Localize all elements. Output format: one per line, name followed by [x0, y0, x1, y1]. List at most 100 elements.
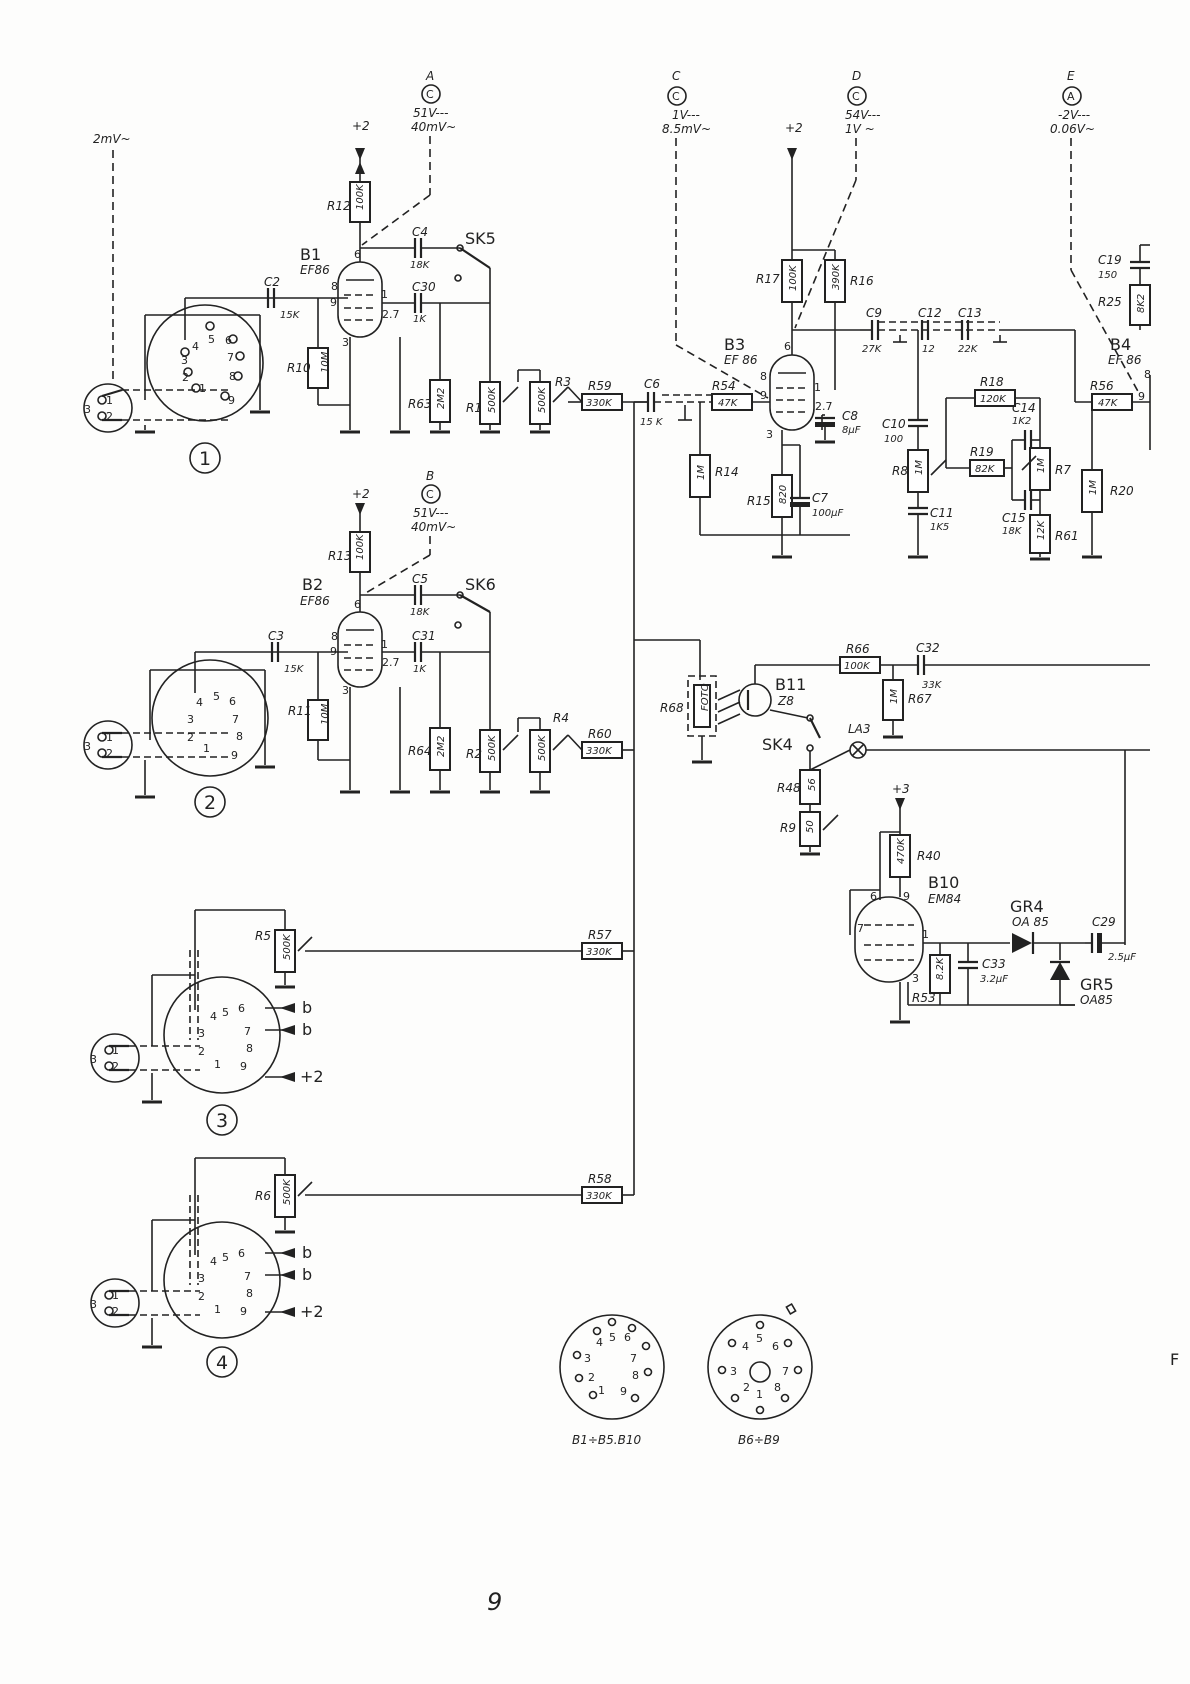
r53-label: R53 — [912, 991, 936, 1005]
c31-value: 1K — [413, 664, 427, 675]
connector-3-label: 3 — [216, 1110, 228, 1132]
svg-text:2.7: 2.7 — [382, 308, 400, 321]
r13-label: R13 — [328, 549, 352, 563]
b1-name: B1 — [300, 245, 321, 264]
connector-4-label: 4 — [216, 1352, 228, 1374]
annotation-d-circle: C — [852, 90, 860, 103]
svg-text:8: 8 — [229, 370, 236, 383]
r18-label: R18 — [980, 375, 1004, 389]
annotation-b-letter: B — [426, 469, 434, 483]
r7-value: 1M — [1036, 458, 1047, 473]
r15-value: 820 — [778, 485, 789, 504]
c7-value: 100µF — [812, 508, 843, 519]
c2-label: C2 — [264, 275, 280, 289]
svg-text:3: 3 — [84, 403, 91, 416]
r48-label: R48 — [777, 781, 801, 795]
svg-text:8: 8 — [1144, 368, 1151, 381]
svg-text:5: 5 — [756, 1332, 763, 1345]
svg-text:2: 2 — [198, 1290, 205, 1303]
c10-label: C10 — [882, 417, 906, 431]
r6-label: R6 — [255, 1189, 271, 1203]
r14-label: R14 — [715, 465, 739, 479]
r67-value: 1M — [889, 689, 900, 704]
svg-text:7: 7 — [244, 1270, 251, 1283]
r5-value: 500K — [282, 933, 293, 960]
r54-label: R54 — [712, 379, 736, 393]
svg-text:8: 8 — [760, 370, 767, 383]
svg-text:1: 1 — [112, 1289, 119, 1302]
r67-label: R67 — [908, 692, 932, 706]
annotation-e-circle: A — [1067, 90, 1075, 103]
r20-label: R20 — [1110, 484, 1134, 498]
b1-supply: +2 — [352, 119, 370, 133]
svg-text:8: 8 — [246, 1287, 253, 1300]
tube-b3 — [769, 354, 815, 431]
svg-text:1: 1 — [106, 394, 113, 407]
svg-text:3: 3 — [584, 1352, 591, 1365]
svg-text:5: 5 — [208, 333, 215, 346]
c8-label: C8 — [842, 409, 858, 423]
b10-name: B10 — [928, 873, 959, 892]
svg-text:6: 6 — [784, 340, 791, 353]
b3-type: EF 86 — [724, 353, 758, 367]
svg-text:9: 9 — [903, 890, 910, 903]
edge-letter: F — [1170, 1350, 1179, 1369]
r40-label: R40 — [917, 849, 941, 863]
svg-text:9: 9 — [620, 1385, 627, 1398]
svg-text:6: 6 — [870, 890, 877, 903]
r60-label: R60 — [588, 727, 612, 741]
r8-value: 1M — [914, 460, 925, 475]
b10-type: EM84 — [928, 892, 961, 906]
c5-value: 18K — [410, 607, 431, 618]
c5-label: C5 — [412, 572, 428, 586]
r59-value: 330K — [586, 398, 613, 409]
r8-label: R8 — [892, 464, 908, 478]
c10-value: 100 — [884, 434, 903, 445]
annotation-c-line2: 8.5mV~ — [662, 122, 711, 136]
svg-text:2: 2 — [106, 410, 113, 423]
input-jack-4 — [90, 1278, 140, 1328]
b10-supply: +3 — [892, 782, 910, 796]
la3-label: LA3 — [848, 722, 871, 736]
svg-text:1: 1 — [381, 288, 388, 301]
c3-value: 15K — [284, 664, 305, 675]
r63-label: R63 — [408, 397, 432, 411]
c15-value: 18K — [1002, 526, 1023, 537]
r7-label: R7 — [1055, 463, 1071, 477]
svg-text:1: 1 — [203, 742, 210, 755]
c31-label: C31 — [412, 629, 436, 643]
input-jack-2 — [83, 720, 133, 770]
c4-value: 18K — [410, 260, 431, 271]
c29-value: 2.5µF — [1108, 952, 1136, 963]
octal-socket-diagram — [707, 1314, 813, 1420]
c33-value: 3.2µF — [980, 974, 1008, 985]
svg-text:5: 5 — [222, 1006, 229, 1019]
annotation-a-circle: C — [426, 88, 434, 101]
b2-type: EF86 — [300, 594, 330, 608]
svg-text:1: 1 — [199, 382, 206, 395]
gr4-type: OA 85 — [1012, 915, 1049, 929]
r59-label: R59 — [588, 379, 612, 393]
svg-text:3: 3 — [84, 740, 91, 753]
annotation-e-line1: -2V--- — [1058, 108, 1090, 122]
r14-value: 1M — [696, 465, 707, 480]
svg-text:2: 2 — [198, 1045, 205, 1058]
svg-text:1: 1 — [112, 1044, 119, 1057]
b2-name: B2 — [302, 575, 323, 594]
svg-text:3: 3 — [342, 684, 349, 697]
socket3-plus2: +2 — [300, 1067, 324, 1086]
r58-label: R58 — [588, 1172, 612, 1186]
r54-value: 47K — [718, 398, 739, 409]
svg-text:8: 8 — [331, 280, 338, 293]
r10-label: R10 — [287, 361, 311, 375]
svg-text:8: 8 — [246, 1042, 253, 1055]
svg-text:8: 8 — [331, 630, 338, 643]
svg-text:7: 7 — [244, 1025, 251, 1038]
c14-value: 1K2 — [1012, 416, 1031, 427]
r19-value: 82K — [975, 464, 996, 475]
svg-text:4: 4 — [210, 1255, 217, 1268]
sk4-label: SK4 — [762, 735, 793, 754]
